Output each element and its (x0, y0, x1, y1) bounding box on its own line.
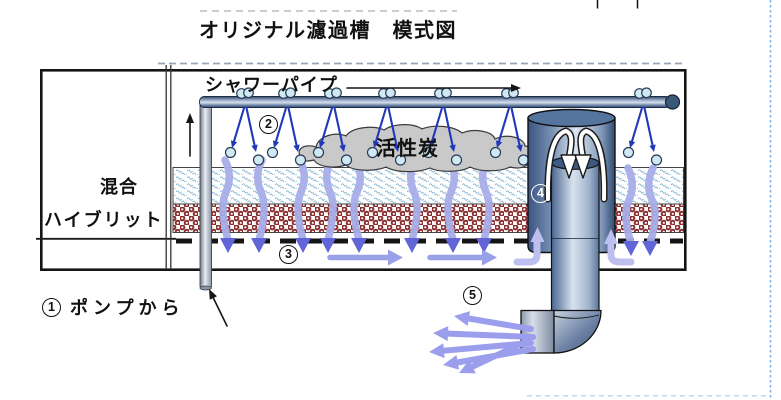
page-title: オリジナル濾過槽 模式図 (199, 20, 457, 42)
callout-3-badge: 3 (279, 245, 298, 264)
percolation-flow-arrows (219, 156, 659, 256)
annotation-arrows (186, 84, 521, 327)
shower-pipe-label: シャワーパイプ (205, 75, 338, 95)
shower-pipe-end-cap (664, 94, 681, 110)
shower-pipe (199, 94, 681, 110)
overflow-standpipe (513, 108, 635, 313)
mixed-media-label-line1: 混合 (100, 177, 138, 197)
callout-1-badge: 1 (42, 297, 61, 317)
bottom-flow-arrows (327, 249, 497, 266)
activated-carbon-label: 活性炭 (376, 138, 439, 160)
inner-partition-wall (165, 65, 172, 269)
outlet-elbow-pipe (520, 309, 602, 354)
pump-callout: 1 ポンプから (42, 294, 184, 320)
spray-nozzles (224, 87, 663, 166)
page-guides (158, 0, 772, 400)
callout-5-badge: 5 (463, 286, 482, 305)
overflow-inner-pipe (550, 162, 600, 313)
mixed-media-label-line2: ハイブリット (44, 210, 164, 230)
callout-4-badge: 4 (531, 184, 550, 203)
pump-riser-pipe (199, 98, 212, 291)
outlet-spray-arrows (429, 311, 536, 374)
standpipe-intake-arrows (513, 227, 635, 266)
overflow-white-arrows (544, 127, 608, 203)
callout-2-badge: 2 (259, 115, 278, 134)
pump-label: ポンプから (70, 298, 185, 318)
